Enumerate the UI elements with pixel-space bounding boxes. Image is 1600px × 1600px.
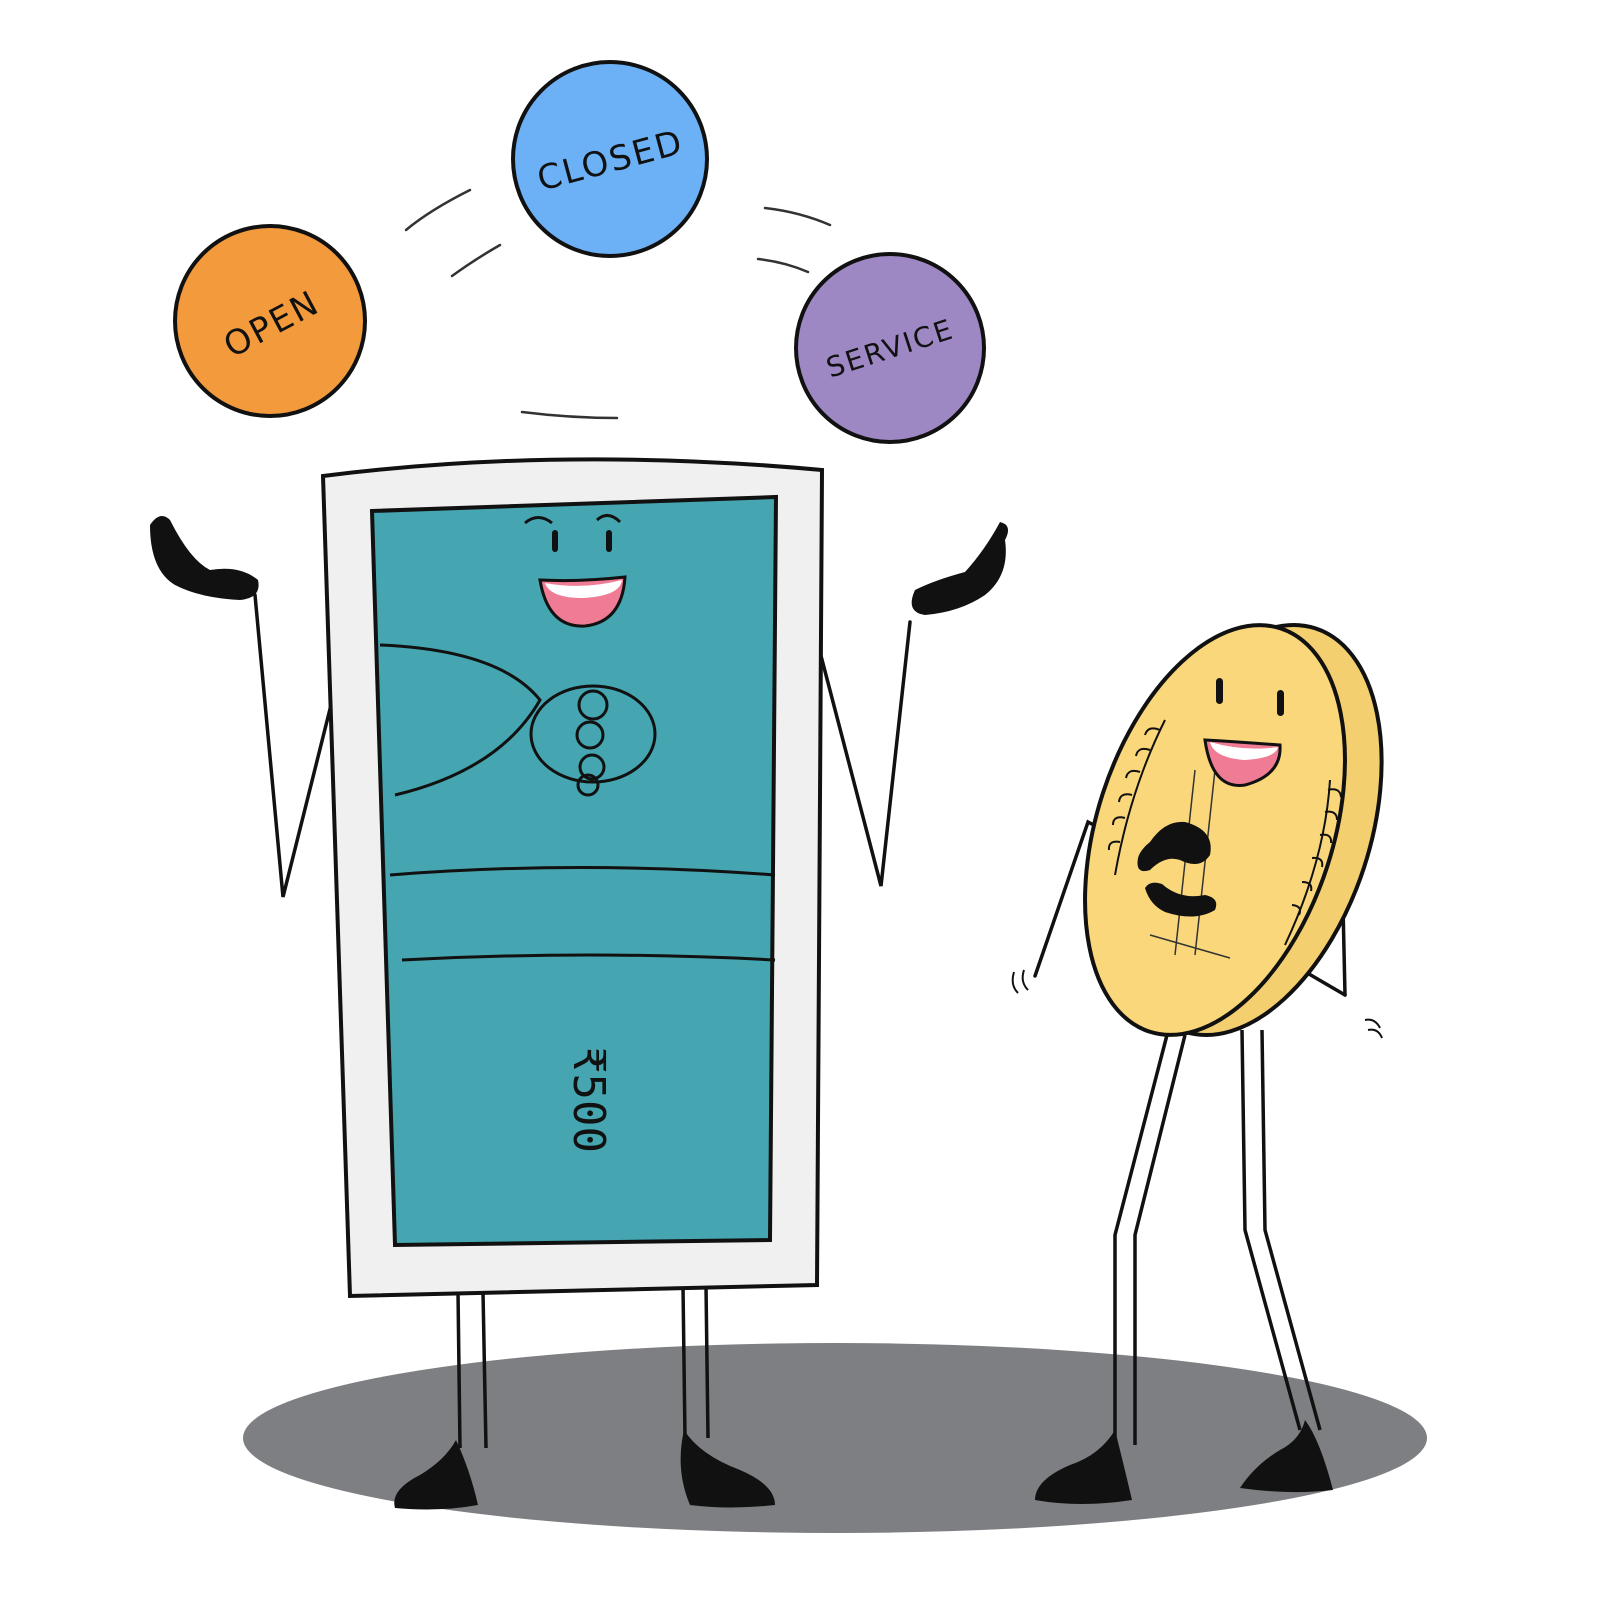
juggling-ball-service: SERVICE [794, 252, 986, 444]
coin-right-hand [1145, 882, 1217, 917]
banknote-left-shoe [394, 1440, 478, 1510]
coin-laurels [1107, 719, 1342, 946]
banknote-character: ₹500 [150, 457, 1009, 1510]
coin-face [1083, 623, 1347, 1037]
coin-character [1011, 622, 1384, 1504]
coin-shake-marks [1011, 969, 1383, 1039]
coin-numeral [1149, 769, 1231, 959]
banknote-face [369, 494, 779, 1248]
coin-right-shoe [1240, 1420, 1333, 1493]
banknote-right-shoe [680, 1430, 775, 1508]
banknote-legs [456, 1285, 710, 1449]
coin-legs [1113, 1029, 1322, 1445]
juggling-ball-closed: CLOSED [511, 60, 709, 258]
ground-shadow [243, 1343, 1427, 1533]
juggling-ball-icon [173, 224, 367, 418]
banknote-pattern [379, 643, 776, 962]
coin-face-features [1203, 678, 1284, 787]
coin-left-shoe [1035, 1430, 1132, 1504]
banknote-face-features [524, 514, 627, 628]
motion-lines [404, 188, 832, 420]
juggling-ball-open: OPEN [173, 224, 367, 418]
banknote-amount: ₹500 [563, 1047, 614, 1153]
banknote-arms [253, 593, 912, 898]
juggling-ball-icon [511, 60, 709, 258]
banknote-right-hand [911, 522, 1009, 615]
coin-left-hand [1137, 821, 1211, 872]
juggling-ball-icon [794, 252, 986, 444]
banknote-left-hand [150, 516, 259, 600]
